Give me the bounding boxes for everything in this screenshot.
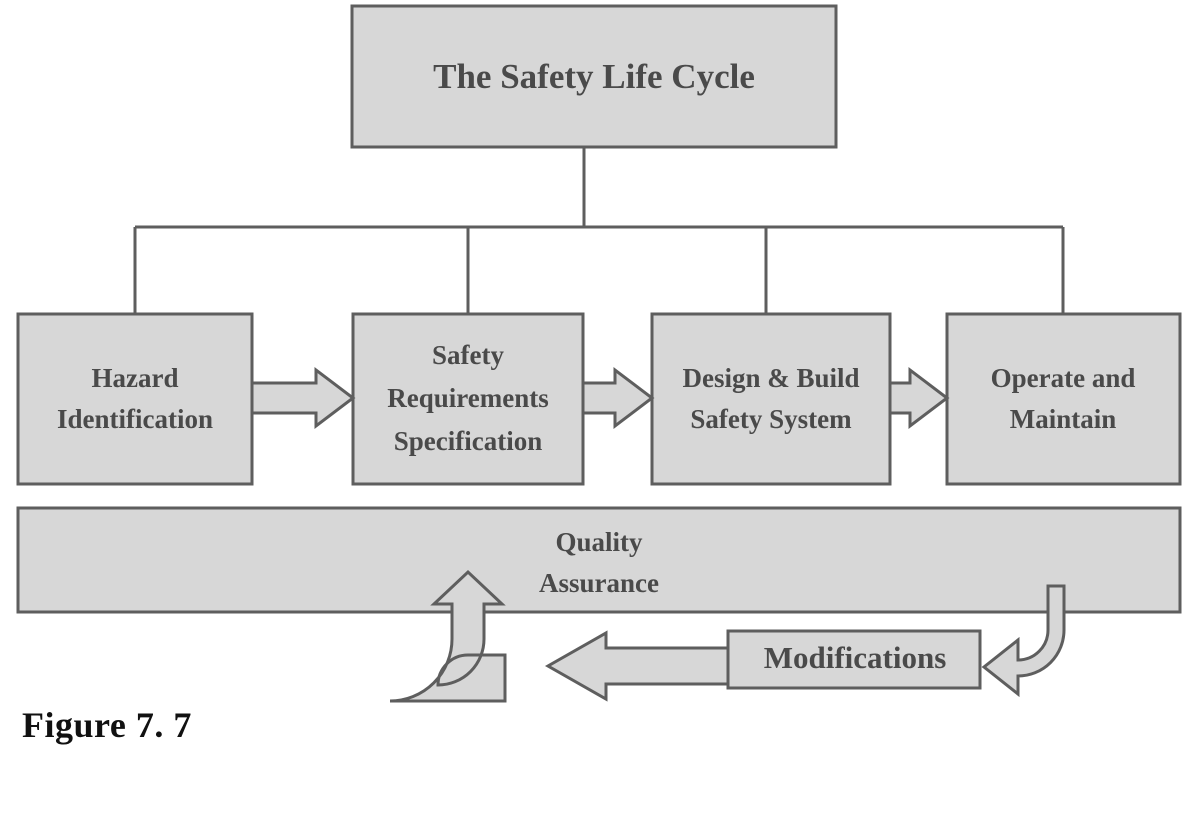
title-box: The Safety Life Cycle	[350, 4, 838, 149]
stage-box-hazard-identification-rect	[16, 312, 254, 486]
arrow-quality-assurance-down-to-modifications	[981, 584, 1066, 698]
stage-label-design-line-1: Design & Build	[682, 363, 859, 393]
modifications-label: Modifications	[764, 640, 947, 675]
stage-label-operate-line-2: Maintain	[1010, 404, 1117, 434]
stage-label-requirements-line-2: Requirements	[387, 383, 549, 413]
modifications-rect	[726, 629, 982, 690]
stage-box-design-build-safety-system: Design & Build Safety System	[650, 312, 892, 486]
arrow-design-to-operate	[888, 366, 950, 430]
stage-box-operate-and-maintain: Operate and Maintain	[945, 312, 1182, 486]
figure-caption: Figure 7. 7	[22, 705, 192, 745]
quality-assurance-label-line-2: Assurance	[539, 568, 659, 598]
stage-label-hazard-line-2: Identification	[57, 404, 213, 434]
stage-label-design-line-2: Safety System	[690, 404, 852, 434]
stage-label-requirements-line-3: Specification	[394, 426, 543, 456]
stage-box-requirements-rect	[351, 312, 585, 486]
arrow-requirements-to-design	[581, 366, 655, 430]
modifications-box: Modifications	[726, 629, 982, 690]
stage-box-design-rect	[650, 312, 892, 486]
stage-box-operate-rect	[945, 312, 1182, 486]
stage-label-operate-line-1: Operate and	[991, 363, 1136, 393]
stage-label-hazard-line-1: Hazard	[92, 363, 179, 393]
quality-assurance-rect	[16, 506, 1182, 614]
arrow-modifications-to-left	[544, 630, 730, 702]
tree-connectors	[133, 147, 1065, 314]
arrow-hazard-to-requirements	[250, 366, 356, 430]
stage-box-safety-requirements-specification: Safety Requirements Specification	[351, 312, 585, 486]
stage-box-hazard-identification: Hazard Identification	[16, 312, 254, 486]
stage-label-requirements-line-1: Safety	[432, 340, 504, 370]
arrow-feedback-up-into-quality-assurance	[389, 569, 507, 703]
title-box-label: The Safety Life Cycle	[433, 57, 755, 96]
quality-assurance-bar: Quality Assurance	[16, 506, 1182, 614]
title-box-rect	[350, 4, 838, 149]
quality-assurance-label-line-1: Quality	[555, 527, 643, 557]
